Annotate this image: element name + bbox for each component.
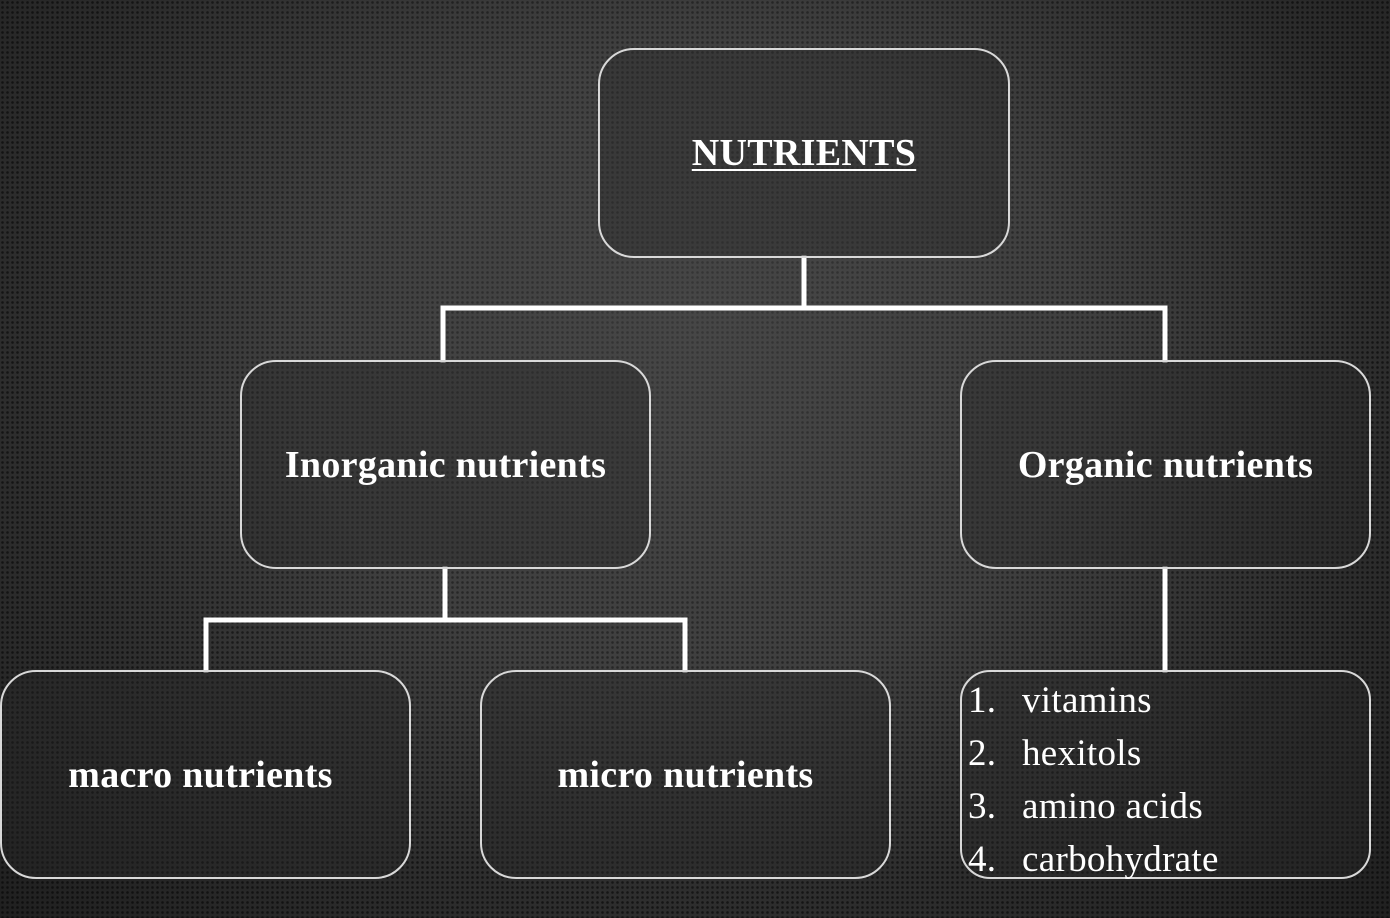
node-inorganic-nutrients: Inorganic nutrients — [240, 360, 651, 569]
node-organic-nutrients: Organic nutrients — [960, 360, 1371, 569]
list-item: 3. amino acids — [968, 782, 1369, 835]
node-macro-nutrients: macro nutrients — [0, 670, 411, 879]
list-item: 1. vitamins — [968, 676, 1369, 729]
list-item-text: vitamins — [1022, 680, 1152, 721]
list-item-text: amino acids — [1022, 786, 1204, 827]
node-nutrients-label: NUTRIENTS — [691, 132, 917, 174]
node-nutrients: NUTRIENTS — [598, 48, 1010, 258]
node-micro-nutrients: micro nutrients — [480, 670, 891, 879]
node-micro-label: micro nutrients — [557, 753, 814, 796]
list-item-number: 2. — [968, 733, 997, 774]
organic-list: 1. vitamins 2. hexitols 3. amino acids 4. ca… — [962, 672, 1369, 888]
list-item-text: carbohydrate — [1022, 839, 1219, 880]
list-item-number: 4. — [968, 839, 997, 880]
node-inorganic-label: Inorganic nutrients — [284, 443, 607, 486]
list-item: 2. hexitols — [968, 729, 1369, 782]
list-item-number: 1. — [968, 680, 997, 721]
node-organic-list: 1. vitamins 2. hexitols 3. amino acids 4. ca… — [960, 670, 1371, 880]
list-item-number: 3. — [968, 786, 997, 827]
node-macro-label: macro nutrients — [68, 753, 333, 796]
list-item-text: hexitols — [1022, 733, 1142, 774]
node-organic-label: Organic nutrients — [1017, 443, 1314, 486]
list-item: 4. carbohydrate — [968, 835, 1369, 888]
